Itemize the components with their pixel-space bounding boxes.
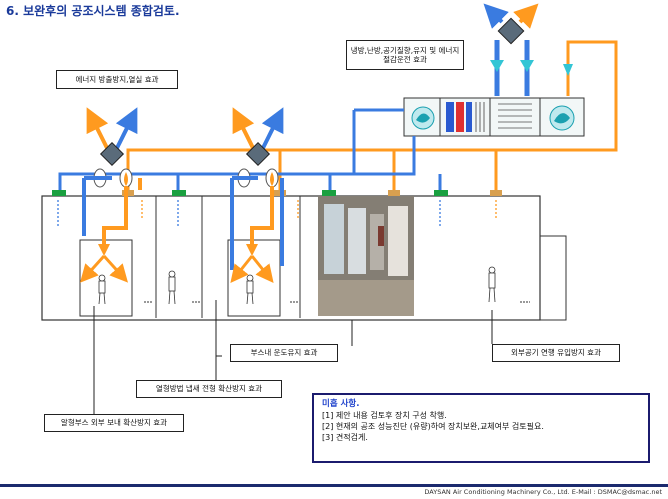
booth-interior-photo — [318, 196, 414, 316]
supply-duct-main — [126, 40, 618, 190]
remarks-item: [3] 견적검게. — [322, 433, 368, 443]
photo-illustration — [318, 196, 414, 316]
worker-figure-icon — [98, 266, 496, 305]
footer-rule — [0, 484, 668, 487]
label-energy-saving: 에너지 방출방지,열실 효과 — [56, 70, 178, 89]
remarks-item: [2] 현재의 공조 성능진단 (유량)하여 장치보완,교체여부 검토필요. — [322, 422, 544, 432]
label-spray-booth-diffuse: 열형방법 냅새 전형 확산방지 효과 — [136, 380, 282, 398]
label-booth-dust: 부스내 운도유지 효과 — [230, 344, 338, 362]
remarks-item: [1] 제안 내용 검토후 장치 구성 착행. — [322, 411, 447, 421]
label-paint-booth-diffuse: 알형부스 외부 보내 확산방지 효과 — [44, 414, 184, 432]
oa-damper-icon — [497, 17, 525, 45]
return-duct-main — [58, 136, 416, 190]
exhaust-fan-right — [230, 107, 284, 284]
remarks-box: 미흡 사항. [1] 제안 내용 검토후 장치 구성 착행. [2] 현재의 공… — [312, 393, 650, 463]
exhaust-fan-left — [79, 107, 142, 283]
page-title: 6. 보완후의 공조시스템 종합검토. — [6, 4, 180, 18]
air-handling-unit — [403, 97, 585, 137]
label-ahu-control: 냉방,난방,공기질향,유지 및 에너지 절감운전 효과 — [346, 40, 464, 70]
remarks-heading: 미흡 사항. — [322, 399, 360, 409]
footer-credit: DAYSAN Air Conditioning Machinery Co., L… — [424, 488, 662, 496]
building-annex — [540, 235, 567, 321]
building-outline — [41, 195, 541, 321]
label-outside-inflow: 외부공기 연행 유입방지 효과 — [492, 344, 620, 362]
